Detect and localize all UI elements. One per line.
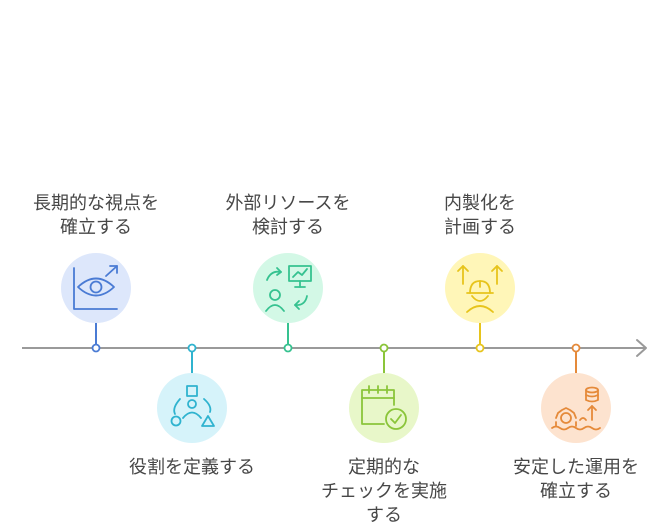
step-regular-checks	[349, 343, 419, 443]
label-long-term-view: 長期的な視点を 確立する	[21, 192, 171, 240]
label-plan-insourcing: 内製化を 計画する	[405, 192, 555, 240]
worker-arrows-up-icon	[457, 265, 503, 313]
label-line: 定期的な	[348, 457, 420, 478]
label-line: チェックを実施	[321, 481, 447, 502]
timeline-diagram	[22, 253, 647, 443]
label-line: 長期的な視点を	[33, 193, 159, 214]
eye-trend-chart-icon	[73, 265, 118, 310]
step-stable-operation	[541, 343, 611, 443]
step-external-resources	[253, 253, 323, 353]
step-long-term-view	[61, 253, 131, 353]
label-line: する	[366, 505, 402, 526]
presenter-exchange-icon	[265, 265, 312, 312]
label-external-resources: 外部リソースを 検討する	[213, 192, 363, 240]
gears-database-icon	[551, 386, 601, 431]
label-line: 外部リソースを	[225, 193, 351, 214]
calendar-check-icon	[361, 385, 407, 430]
timeline-arrow-head	[636, 339, 647, 357]
label-line: 内製化を	[444, 193, 516, 214]
label-line: 検討する	[252, 217, 324, 238]
roles-shapes-icon	[170, 385, 215, 427]
step-define-roles	[157, 343, 227, 443]
label-regular-checks: 定期的な チェックを実施 する	[309, 456, 459, 528]
label-line: 確立する	[60, 217, 132, 238]
label-line: 安定した運用を	[513, 457, 639, 478]
step-plan-insourcing	[445, 253, 515, 353]
label-line: 役割を定義する	[129, 457, 255, 478]
label-define-roles: 役割を定義する	[117, 456, 267, 480]
label-line: 計画する	[444, 217, 516, 238]
label-stable-operation: 安定した運用を 確立する	[501, 456, 651, 504]
label-line: 確立する	[540, 481, 612, 502]
